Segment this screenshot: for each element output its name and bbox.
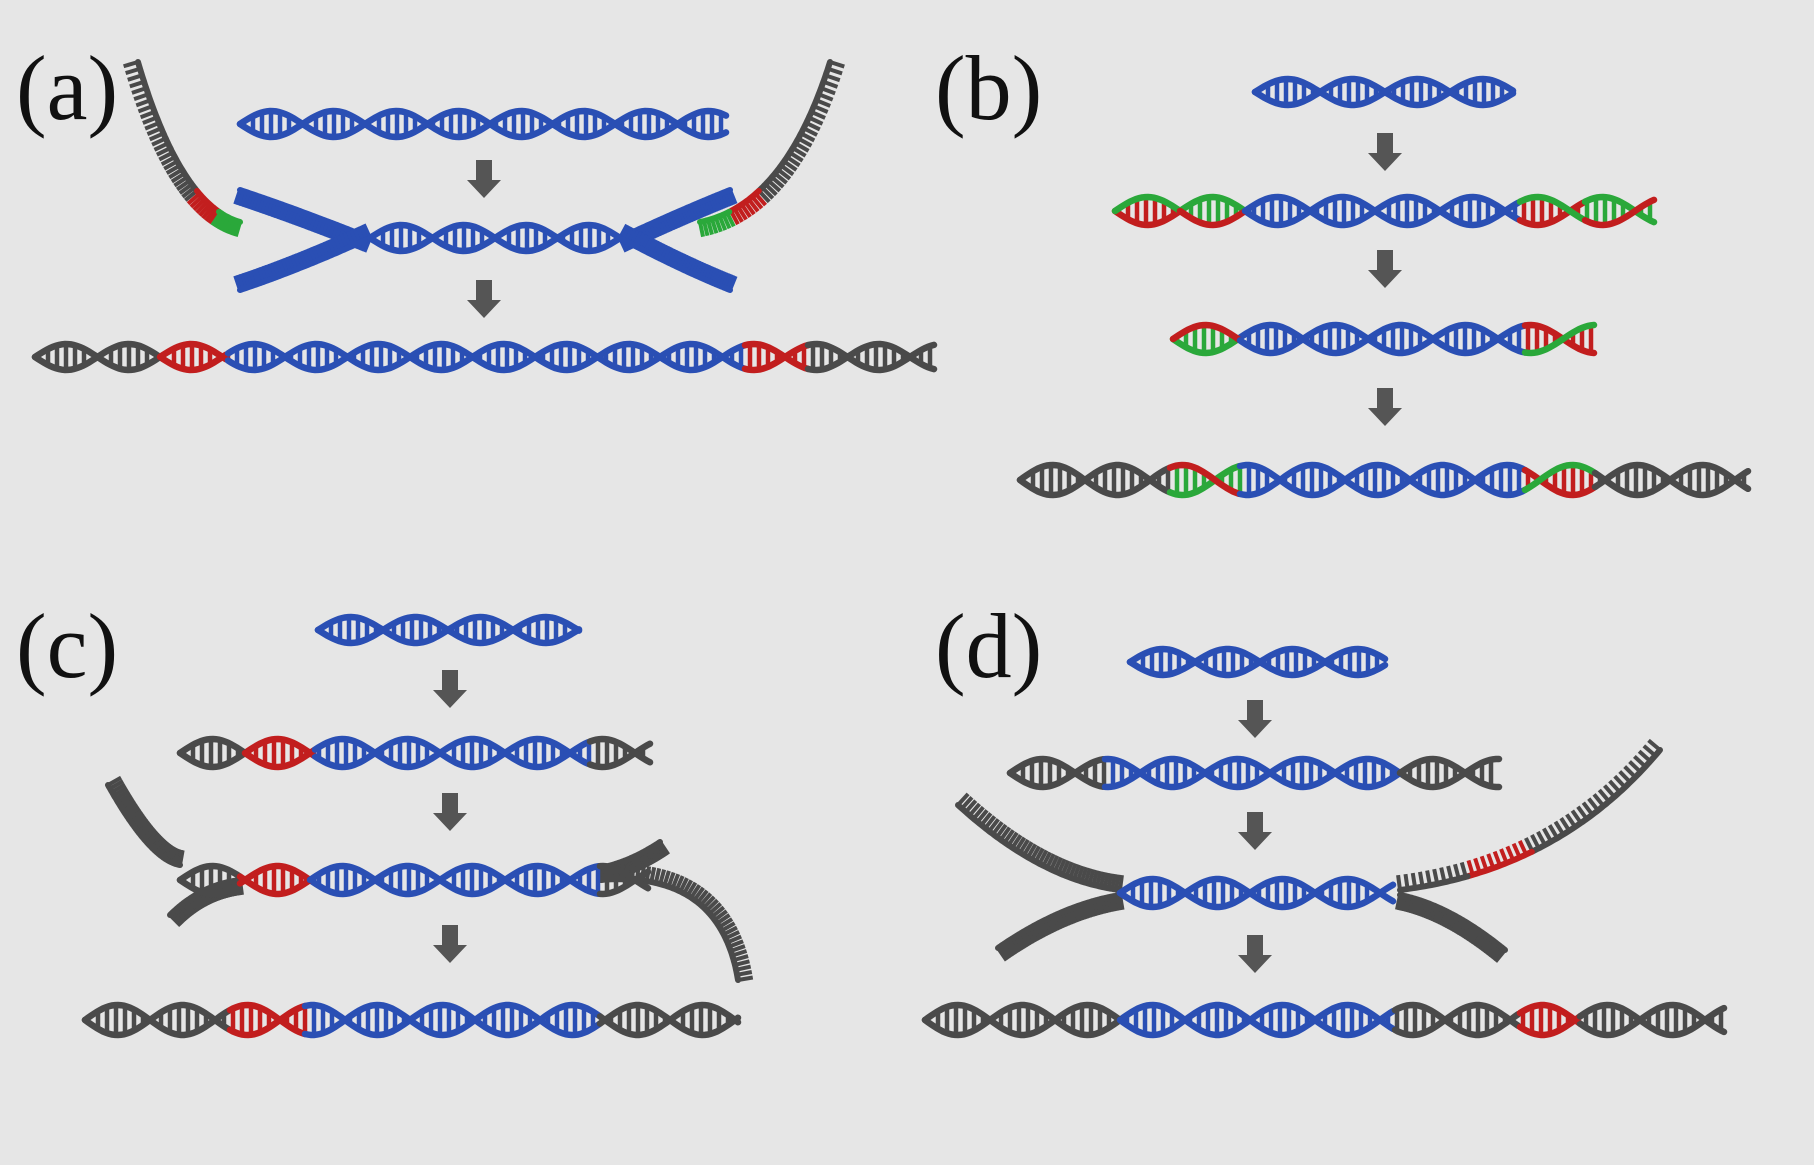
b-arrow-2 bbox=[1368, 250, 1402, 288]
panel-label-d: (d) bbox=[935, 595, 1043, 697]
d-insert bbox=[1126, 645, 1389, 679]
panel-label-a: (a) bbox=[16, 37, 119, 139]
c-arrow-3 bbox=[433, 925, 467, 963]
c-vector-ul bbox=[105, 775, 185, 868]
panel-label-c: (c) bbox=[16, 595, 119, 697]
b-arrow-3 bbox=[1368, 388, 1402, 426]
c-annealed bbox=[176, 862, 652, 898]
a-arrow-1 bbox=[467, 160, 501, 198]
a-insert-arm-ll bbox=[233, 223, 373, 293]
a-insert bbox=[236, 107, 730, 141]
d-arrow-3 bbox=[1238, 935, 1272, 973]
b-arrow-1 bbox=[1368, 133, 1402, 171]
a-arrow-2 bbox=[467, 280, 501, 318]
a-insert-arm-ur bbox=[617, 187, 738, 253]
b-insert bbox=[1251, 75, 1517, 109]
c-pcr-product bbox=[176, 735, 654, 771]
b-product bbox=[1016, 461, 1752, 499]
a-strand-right bbox=[697, 59, 845, 238]
d-annealed bbox=[1116, 875, 1397, 911]
d-product bbox=[921, 1001, 1728, 1039]
d-vector-ul bbox=[955, 792, 1124, 893]
d-arrow-2 bbox=[1238, 812, 1272, 850]
a-product bbox=[31, 340, 938, 374]
d-pcr-product bbox=[1006, 755, 1503, 791]
d-vector-ll bbox=[995, 892, 1125, 962]
c-arrow-2 bbox=[433, 793, 467, 831]
d-vector-lr bbox=[1395, 892, 1508, 963]
c-arrow-1 bbox=[433, 670, 467, 708]
a-annealed-core bbox=[366, 221, 623, 255]
c-insert bbox=[314, 613, 583, 647]
panel-label-b: (b) bbox=[935, 37, 1043, 139]
d-vector-ur bbox=[1396, 738, 1663, 893]
c-product bbox=[81, 1001, 742, 1039]
b-pcr-product bbox=[1111, 193, 1658, 229]
d-arrow-1 bbox=[1238, 700, 1272, 738]
a-insert-arm-lr bbox=[617, 223, 738, 293]
c-vector-lr bbox=[596, 864, 754, 983]
a-strand-left bbox=[123, 59, 243, 237]
b-trimmed bbox=[1169, 321, 1598, 357]
